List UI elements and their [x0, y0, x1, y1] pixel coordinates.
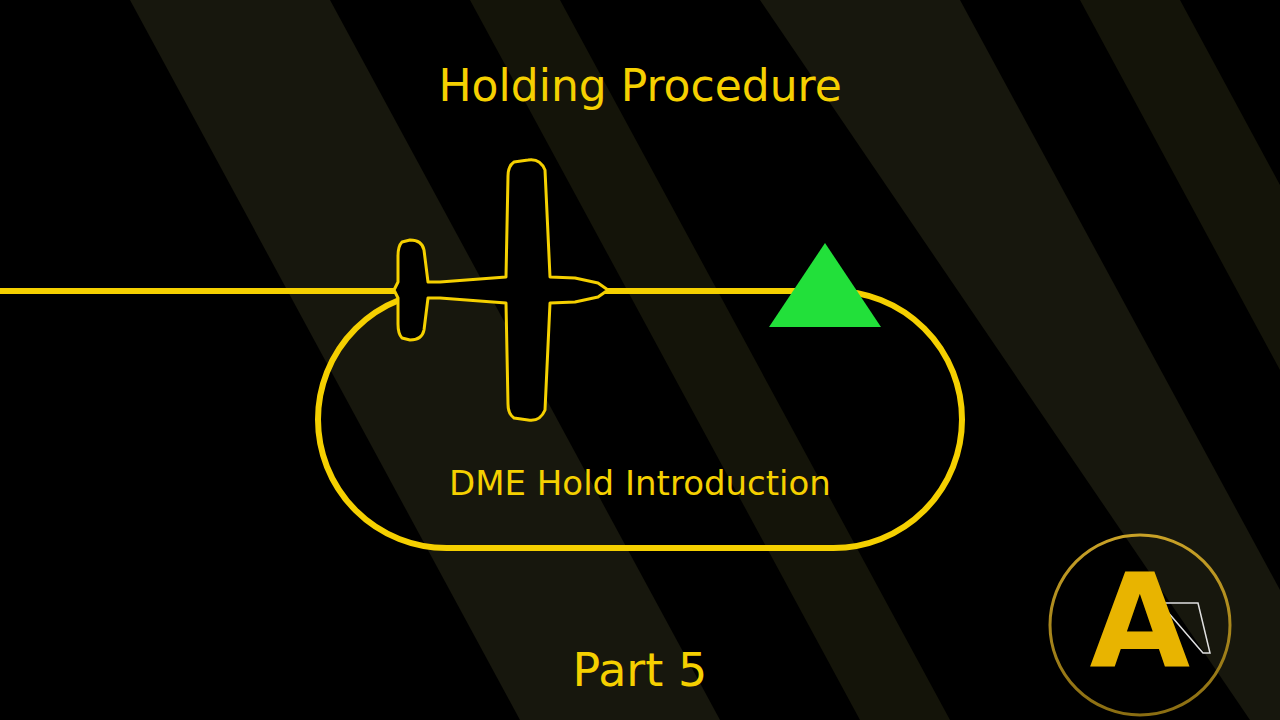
node-text: DME Hold Introduction [449, 463, 831, 503]
fix-triangle [769, 243, 881, 327]
logo-circle: A [1048, 533, 1232, 717]
circle-shape [1050, 535, 1230, 715]
logo-letter: A [1090, 545, 1191, 697]
part-label: Part 5 [573, 643, 708, 697]
diagonal-stripe [1080, 0, 1280, 370]
racetrack-shape [318, 291, 962, 548]
holding-pattern: DME Hold Introduction [318, 291, 962, 548]
title: Holding Procedure [439, 60, 842, 111]
racetrack-outline [318, 291, 962, 548]
